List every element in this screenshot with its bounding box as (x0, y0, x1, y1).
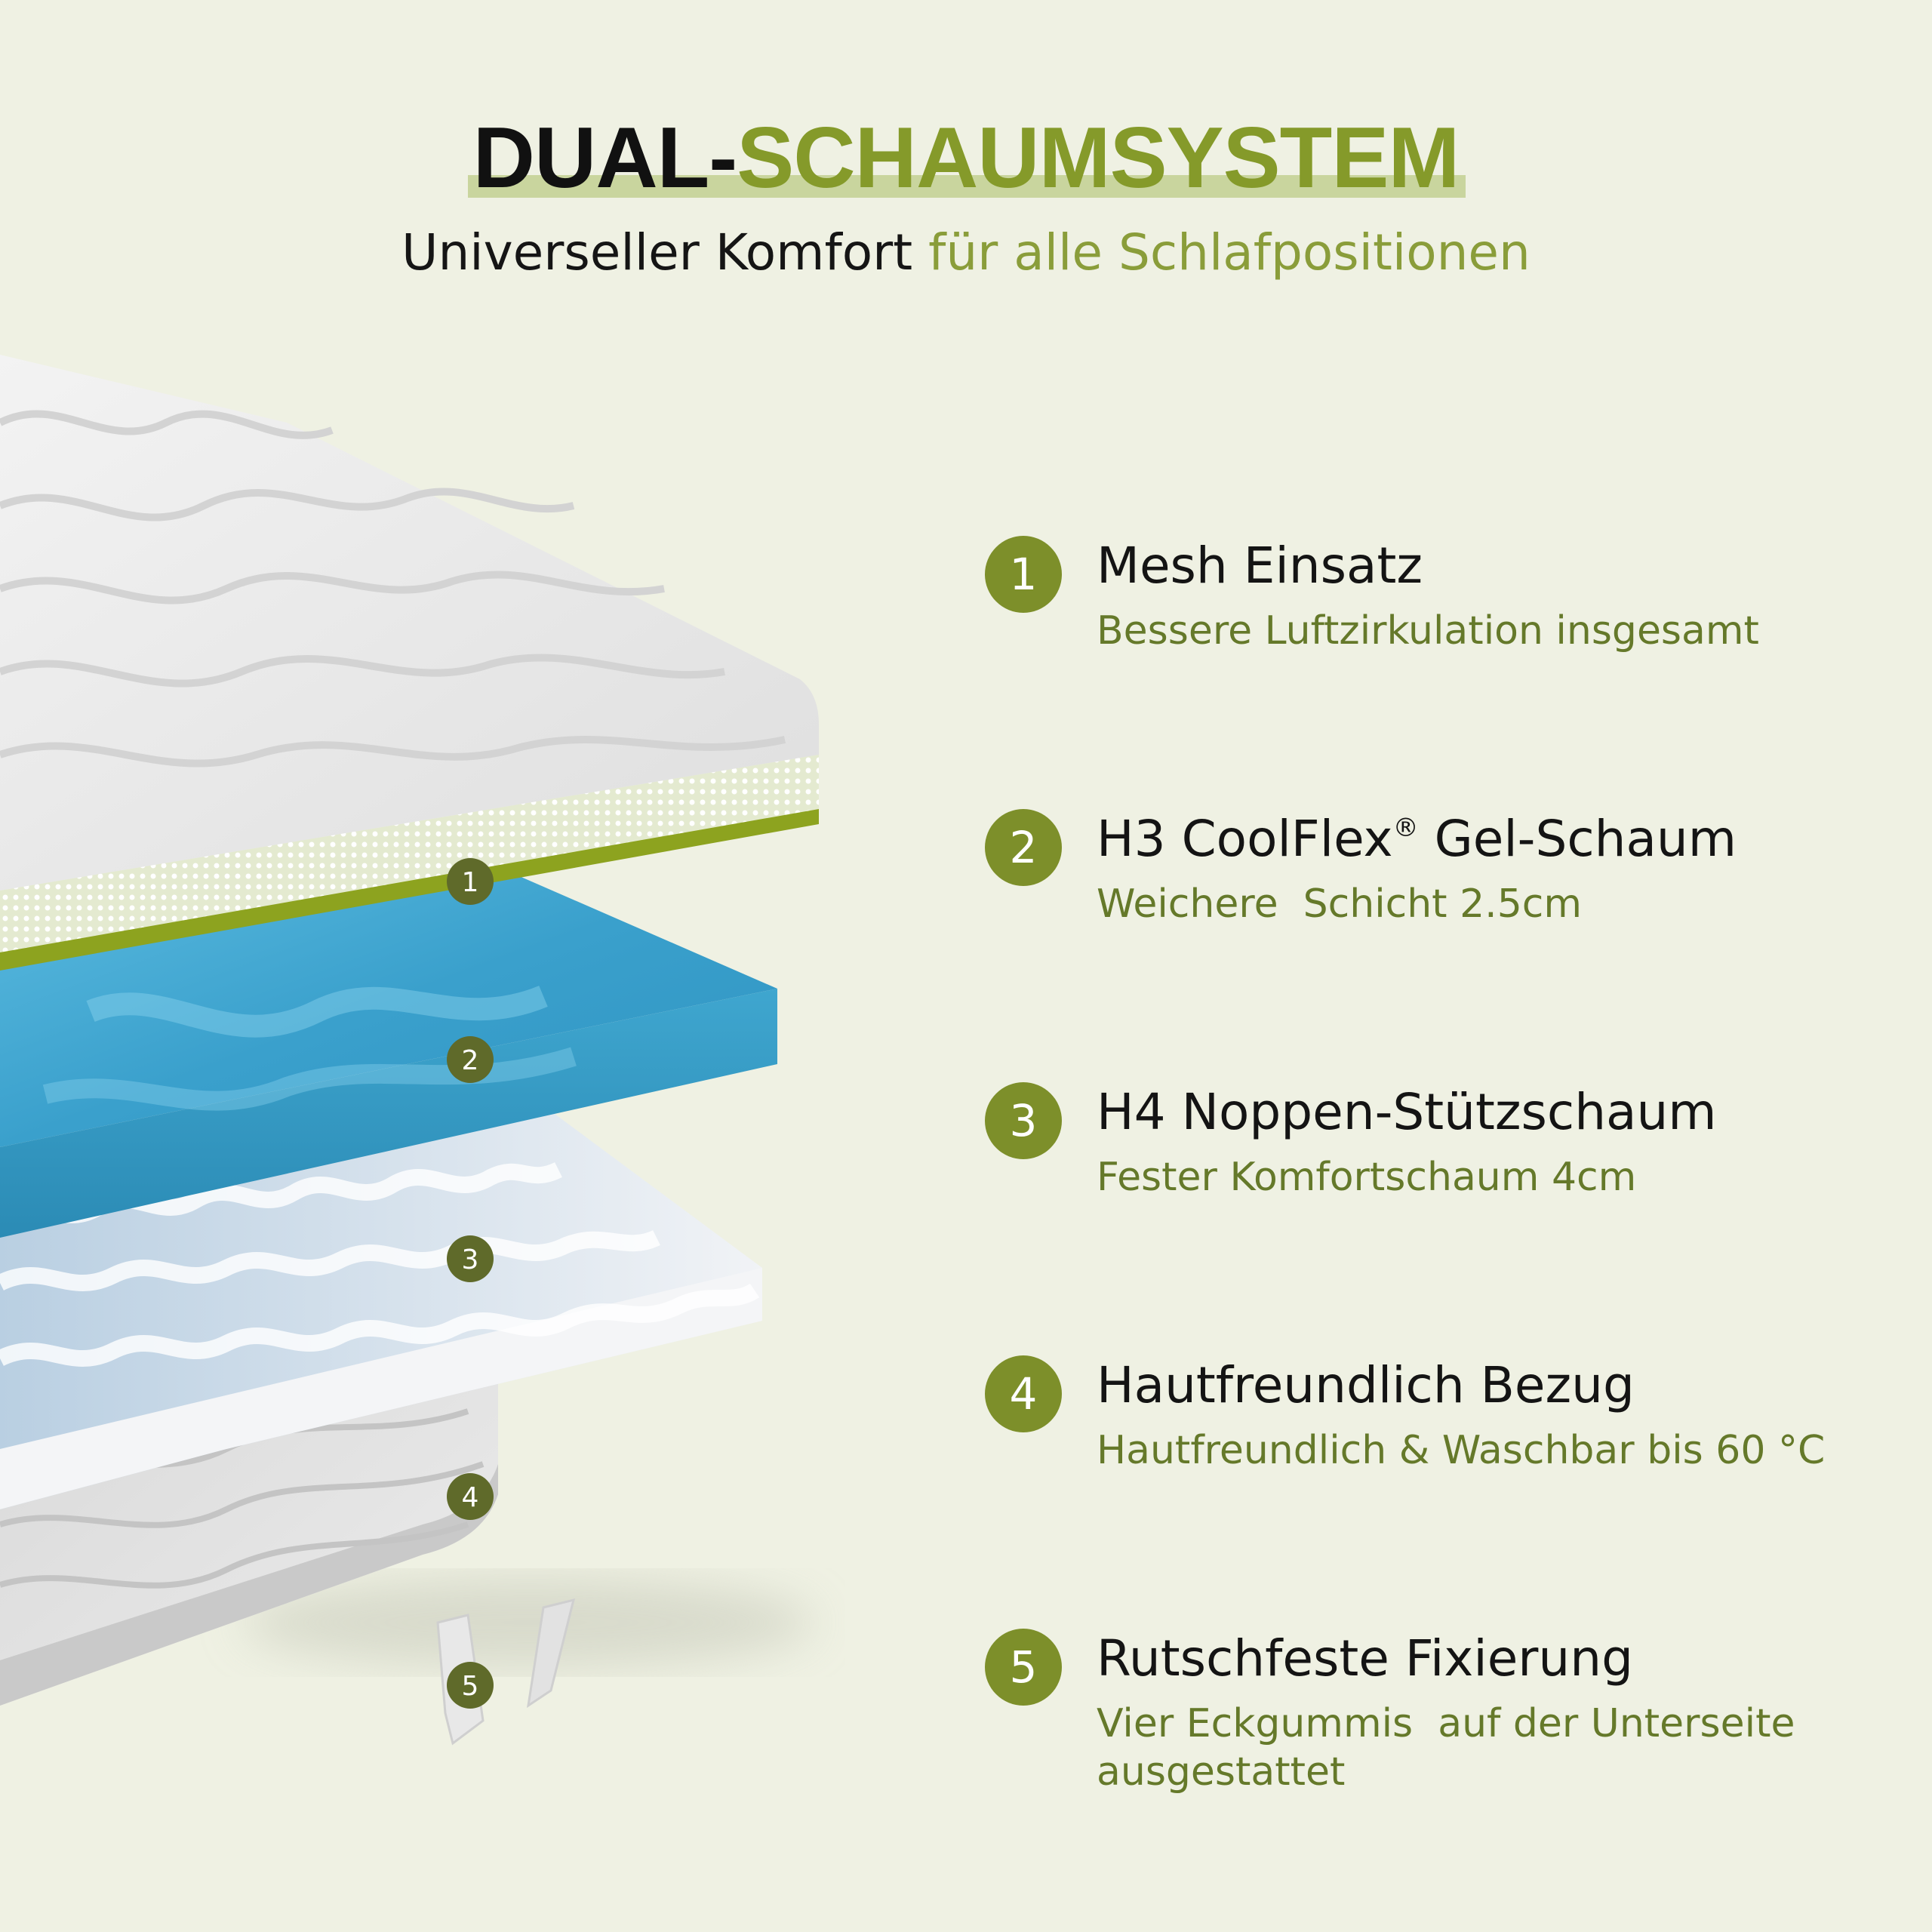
feature-title: H4 Noppen-Stützschaum (1097, 1083, 1717, 1141)
title-dark-part: DUAL- (472, 110, 738, 206)
layer-marker-1-label: 1 (462, 867, 479, 898)
layer-marker-3-label: 3 (462, 1244, 479, 1275)
feature-number-badge: 1 (985, 536, 1062, 613)
feature-number-badge: 4 (985, 1355, 1062, 1432)
registered-mark: ® (1392, 813, 1419, 843)
feature-description: Weichere Schicht 2.5cm (1097, 881, 1583, 927)
feature-number-badge: 3 (985, 1082, 1062, 1159)
layer-marker-3: 3 (447, 1235, 494, 1282)
layer-marker-4-label: 4 (462, 1482, 479, 1513)
subtitle-dark-part: Universeller Komfort (401, 223, 929, 281)
subtitle-green-part: für alle Schlafpositionen (928, 223, 1531, 281)
layer-marker-5-label: 5 (462, 1671, 479, 1702)
feature-title: H3 CoolFlex® Gel-Schaum (1097, 801, 1737, 877)
mattress-layers-illustration: 1 2 3 4 5 (0, 355, 819, 1746)
layer-marker-1: 1 (447, 858, 494, 905)
feature-title-main: H3 CoolFlex (1097, 810, 1393, 868)
feature-number-badge: 2 (985, 809, 1062, 886)
feature-number-badge: 5 (985, 1629, 1062, 1706)
feature-description: Fester Komfortschaum 4cm (1097, 1155, 1637, 1200)
layer-marker-5: 5 (447, 1662, 494, 1709)
feature-title-suffix: Gel-Schaum (1418, 810, 1737, 868)
layer-marker-2-label: 2 (462, 1045, 479, 1076)
layer-marker-2: 2 (447, 1036, 494, 1083)
title-green-part: SCHAUMSYSTEM (737, 110, 1460, 206)
title-highlight (468, 175, 1466, 198)
layer-marker-4: 4 (447, 1473, 494, 1520)
feature-title: Mesh Einsatz (1097, 537, 1423, 595)
top-quilted-layer (0, 355, 819, 971)
feature-description: Bessere Luftzirkulation insgesamt (1097, 608, 1759, 654)
page-subtitle: Universeller Komfort für alle Schlafposi… (0, 219, 1932, 287)
feature-title: Rutschfeste Fixierung (1097, 1629, 1633, 1687)
page-title: DUAL-SCHAUMSYSTEM (468, 110, 1466, 206)
feature-description: Vier Eckgummis auf der Unterseite ausges… (1097, 1701, 1795, 1795)
feature-description: Hautfreundlich & Waschbar bis 60 °C (1097, 1428, 1826, 1473)
feature-title: Hautfreundlich Bezug (1097, 1356, 1635, 1414)
